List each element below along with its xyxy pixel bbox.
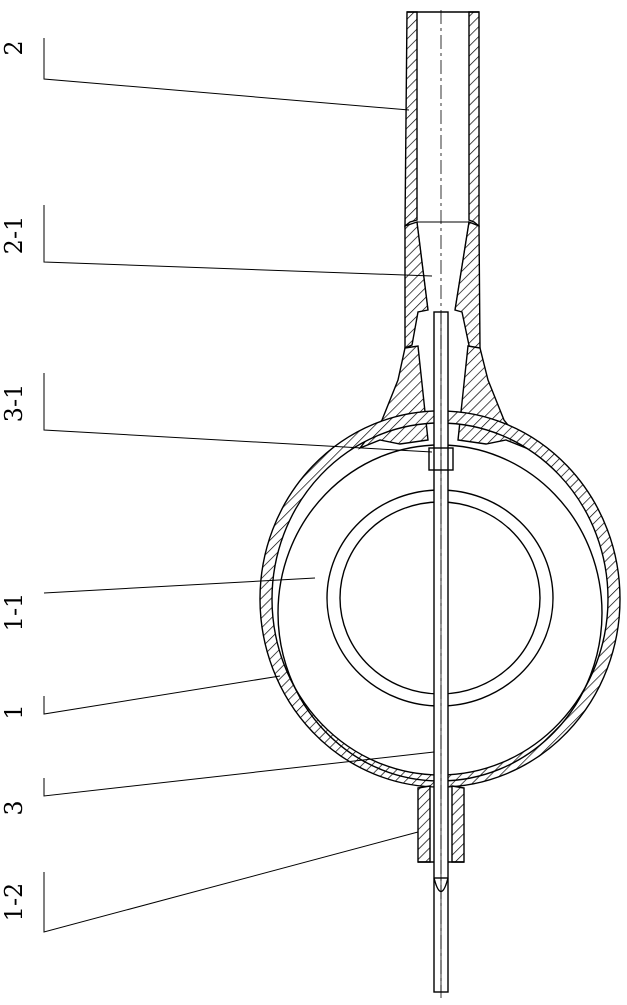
label-2: 2	[0, 40, 28, 55]
outlet-pipe-left-wall	[405, 12, 417, 226]
label-1-1: 1-1	[0, 593, 28, 632]
leader-1-1	[44, 578, 315, 593]
outlet-pipe-right-wall	[469, 12, 479, 226]
label-3: 3	[0, 800, 28, 815]
outlet-pipe	[405, 12, 480, 350]
part-labels: 2 2-1 3-1 1-1 1 3 1-2	[0, 40, 28, 921]
leader-1-2	[44, 832, 418, 932]
label-2-1: 2-1	[0, 216, 28, 255]
label-1: 1	[0, 704, 28, 719]
leader-1	[44, 676, 280, 714]
label-1-2: 1-2	[0, 883, 28, 922]
label-3-1: 3-1	[0, 384, 28, 423]
inlet-pipe-right-wall	[452, 786, 464, 862]
leader-2-1	[44, 205, 432, 276]
leader-lines	[44, 38, 434, 932]
inlet-pipe-left-wall	[418, 786, 430, 862]
leader-2	[44, 38, 409, 110]
